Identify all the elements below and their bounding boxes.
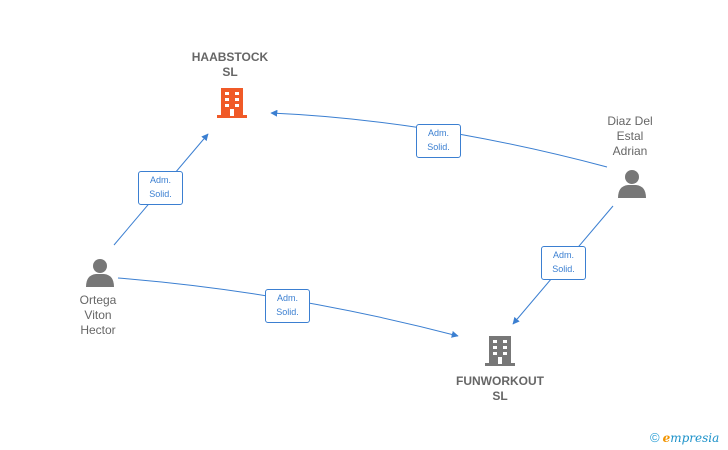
copyright-symbol: © [650, 430, 660, 445]
edge-label-ortega-haabstock: Adm. Solid. [138, 171, 183, 205]
person-name-line: Diaz Del [607, 114, 653, 128]
edge-role-line: Solid. [427, 142, 450, 152]
edge-role-line: Solid. [149, 189, 172, 199]
empresia-watermark: ©empresia [650, 430, 719, 448]
edge-label-ortega-funworkout: Adm. Solid. [265, 289, 310, 323]
person-name-line: Adrian [612, 144, 648, 158]
company-name: HAABSTOCK [191, 50, 269, 64]
person-name-line: Viton [84, 308, 112, 322]
company-label-haabstock[interactable]: HAABSTOCK SL [180, 50, 280, 80]
edge-role-line: Adm. [149, 175, 171, 185]
person-label-ortega[interactable]: Ortega Viton Hector [58, 293, 138, 338]
edge-label-diaz-haabstock: Adm. Solid. [416, 124, 461, 158]
person-name-line: Hector [80, 323, 116, 337]
person-icon[interactable] [617, 169, 647, 199]
brand-initial: e [662, 431, 671, 445]
person-name-line: Estal [616, 129, 644, 143]
edge-role-line: Adm. [276, 293, 298, 303]
company-suffix: SL [222, 65, 238, 79]
edge-role-line: Adm. [552, 250, 574, 260]
company-name: FUNWORKOUT [456, 374, 544, 388]
edge-role-line: Solid. [552, 264, 575, 274]
brand-name: empresia [663, 431, 720, 445]
edge-label-diaz-funworkout: Adm. Solid. [541, 246, 586, 280]
person-name-line: Ortega [79, 293, 117, 307]
company-label-funworkout[interactable]: FUNWORKOUT SL [440, 374, 560, 404]
edge-role-line: Solid. [276, 307, 299, 317]
building-icon[interactable] [484, 334, 516, 368]
building-icon[interactable] [216, 86, 248, 120]
person-icon[interactable] [85, 258, 115, 288]
person-label-diaz[interactable]: Diaz Del Estal Adrian [590, 114, 670, 159]
brand-rest: mpresia [670, 431, 720, 445]
company-suffix: SL [492, 389, 508, 403]
edge-role-line: Adm. [427, 128, 449, 138]
